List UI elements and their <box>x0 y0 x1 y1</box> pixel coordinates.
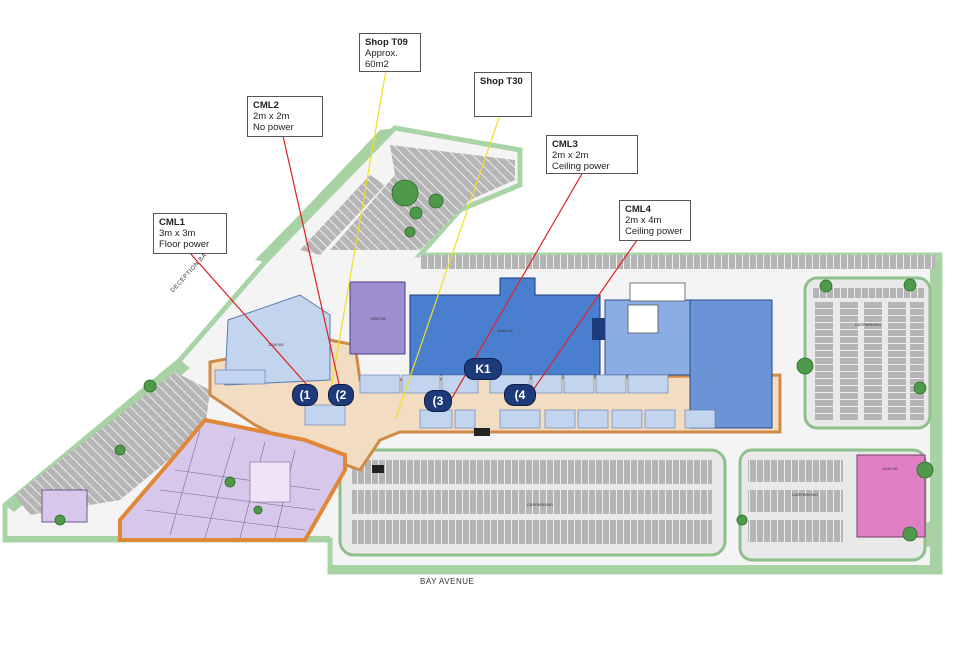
callout-shop-t30: Shop T30 <box>474 72 532 117</box>
location-marker-1[interactable]: (1 <box>292 384 318 406</box>
leader-shop-t09 <box>329 69 387 395</box>
callout-cml4: CML4 2m x 4m Ceiling power <box>619 200 691 241</box>
callout-line: Floor power <box>159 239 210 250</box>
callout-title: CML4 <box>625 204 651 215</box>
callout-shop-t09: Shop T09 Approx. 60m2 <box>359 33 421 72</box>
store-purple: 1590 M2 <box>349 281 406 355</box>
callout-title: CML1 <box>159 217 185 228</box>
leader-cml4 <box>532 239 638 391</box>
carpark-east: CARPARKING <box>803 276 932 430</box>
callout-line: 60m2 <box>365 59 389 70</box>
callout-line: 2m x 4m <box>625 215 662 226</box>
svg-text:2800 M2: 2800 M2 <box>268 342 284 347</box>
callout-title: CML2 <box>253 100 279 111</box>
location-marker-4[interactable]: (4 <box>504 384 536 406</box>
svg-text:4680 M2: 4680 M2 <box>497 328 513 333</box>
callout-cml1: CML1 3m x 3m Floor power <box>153 213 227 254</box>
callout-title: CML3 <box>552 139 578 150</box>
carpark-top-strip <box>420 255 935 269</box>
callout-line: Ceiling power <box>552 161 610 172</box>
entries <box>372 428 490 473</box>
callout-cml2: CML2 2m x 2m No power <box>247 96 323 137</box>
callout-line: Ceiling power <box>625 226 683 237</box>
callout-title: Shop T09 <box>365 37 408 48</box>
leader-cml2 <box>282 135 340 385</box>
callout-line: Approx. <box>365 48 398 59</box>
svg-text:CARPARKING: CARPARKING <box>792 492 818 497</box>
location-marker-3[interactable]: (3 <box>424 390 452 412</box>
road-label-bay-avenue: BAY AVENUE <box>420 577 475 586</box>
svg-text:1540 M2: 1540 M2 <box>882 466 898 471</box>
leader-shop-t30 <box>395 114 501 419</box>
store-eastern-majors <box>604 282 773 429</box>
svg-text:CARPARKING: CARPARKING <box>527 502 553 507</box>
callout-line: 2m x 2m <box>253 111 290 122</box>
callout-line: 3m x 3m <box>159 228 196 239</box>
location-marker-2[interactable]: (2 <box>328 384 354 406</box>
leader-cml1 <box>189 252 308 386</box>
carpark-south-west <box>15 372 210 515</box>
callout-line: 2m x 2m <box>552 150 589 161</box>
svg-text:CARPARKING: CARPARKING <box>855 322 881 327</box>
pad-site-south-west <box>41 489 88 523</box>
callout-line: No power <box>253 122 294 133</box>
svg-text:1590 M2: 1590 M2 <box>370 316 386 321</box>
carpark-central: CARPARKING <box>338 448 727 557</box>
trees <box>54 179 934 542</box>
callout-title: Shop T30 <box>480 76 523 87</box>
location-marker-k1[interactable]: K1 <box>464 358 502 380</box>
callout-cml3: CML3 2m x 2m Ceiling power <box>546 135 638 174</box>
carpark-north-west <box>300 145 515 255</box>
leader-lines <box>189 69 638 419</box>
store-pink: 1540 M2 <box>856 454 926 538</box>
